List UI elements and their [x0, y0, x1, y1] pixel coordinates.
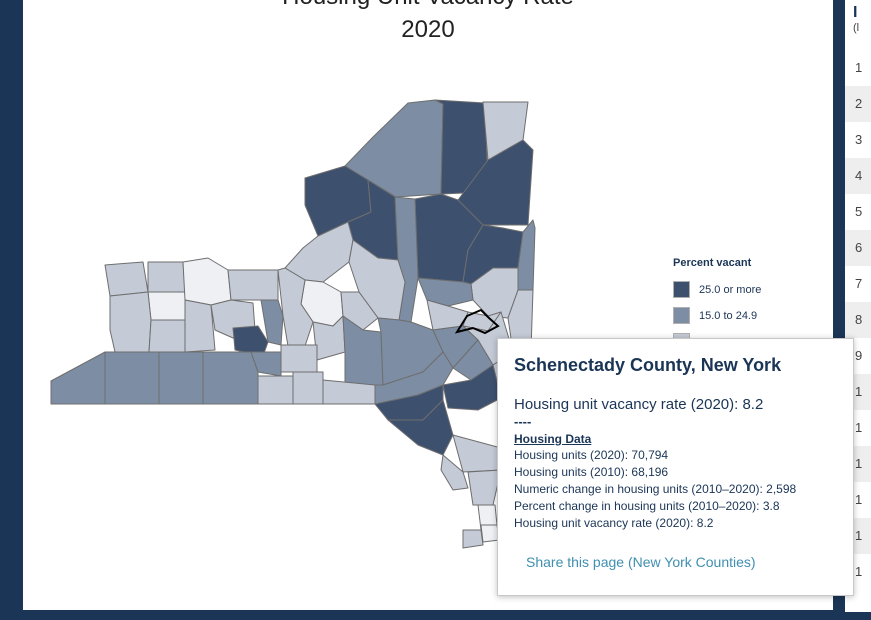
county-wayne[interactable] — [227, 269, 279, 301]
side-table-row: 2 — [845, 86, 871, 122]
legend-item-high: 25.0 or more — [673, 281, 833, 298]
legend-label: 15.0 to 24.9 — [699, 309, 758, 322]
share-page-link[interactable]: Share this page (New York Counties) — [526, 554, 756, 570]
bottom-frame — [0, 612, 871, 620]
side-table-row: 7 — [845, 266, 871, 302]
map-panel: Housing Unit Vacancy Rate 2020 — [23, 0, 833, 610]
county-chemung[interactable] — [257, 375, 294, 405]
county-rockland[interactable] — [440, 454, 469, 491]
legend-swatch — [673, 281, 690, 298]
map-title-partial: Housing Unit Vacancy Rate — [23, 0, 833, 10]
county-monroe[interactable] — [182, 257, 232, 306]
county-niagara[interactable] — [104, 261, 149, 297]
legend-item-mid: 15.0 to 24.9 — [673, 307, 833, 324]
tooltip-title: Schenectady County, New York — [514, 355, 782, 375]
side-title: I — [853, 4, 858, 21]
county-allegany[interactable] — [158, 351, 204, 405]
county-putnam[interactable] — [452, 434, 502, 473]
tooltip-line: Housing units (2010): 68,196 — [514, 465, 669, 479]
side-table-row: 3 — [845, 122, 871, 158]
county-tompkins[interactable] — [280, 344, 318, 373]
tooltip-separator: ---- — [514, 414, 532, 429]
map-title: Housing Unit Vacancy Rate 2020 — [23, 0, 833, 44]
county-erie[interactable] — [109, 291, 152, 353]
side-table-row: 1 — [845, 50, 871, 86]
legend-title: Percent vacant — [673, 257, 752, 269]
side-table-row: 6 — [845, 230, 871, 266]
tooltip-line: Housing units (2020): 70,794 — [514, 448, 669, 462]
county-tioga[interactable] — [292, 371, 324, 405]
side-subtitle: (l — [853, 22, 860, 34]
county-yates[interactable] — [232, 325, 269, 357]
county-tooltip: Schenectady County, New York Housing uni… — [497, 338, 854, 596]
side-table-row: 4 — [845, 158, 871, 194]
county-map — [50, 99, 536, 549]
map-legend: Percent vacant 25.0 or more 15.0 to 24.9 — [673, 257, 833, 359]
selected-county-outline[interactable] — [454, 308, 500, 335]
county-chautauqua[interactable] — [50, 351, 106, 405]
county-steuben[interactable] — [202, 351, 259, 405]
county-orleans[interactable] — [147, 261, 186, 293]
side-table-row: 5 — [845, 194, 871, 230]
county-nyc-2[interactable] — [462, 529, 484, 549]
legend-swatch — [673, 307, 690, 324]
county-livingston[interactable] — [184, 299, 216, 353]
county-seneca[interactable] — [260, 299, 284, 346]
legend-label: 25.0 or more — [699, 283, 762, 296]
tooltip-line: Housing unit vacancy rate (2020): 8.2 — [514, 516, 714, 530]
map-title-year: 2020 — [401, 16, 455, 43]
county-genesee[interactable] — [147, 291, 186, 321]
left-frame — [0, 0, 16, 620]
county-cattaraugus[interactable] — [104, 351, 160, 405]
county-wyoming[interactable] — [148, 319, 186, 353]
county-fulton[interactable] — [417, 277, 474, 307]
county-washington[interactable] — [517, 219, 536, 291]
tooltip-section-title: Housing Data — [514, 432, 592, 446]
tooltip-line: Numeric change in housing units (2010–20… — [514, 482, 797, 496]
tooltip-line: Percent change in housing units (2010–20… — [514, 499, 780, 513]
tooltip-rate: Housing unit vacancy rate (2020): 8.2 — [514, 396, 764, 413]
side-table-row: 8 — [845, 302, 871, 338]
